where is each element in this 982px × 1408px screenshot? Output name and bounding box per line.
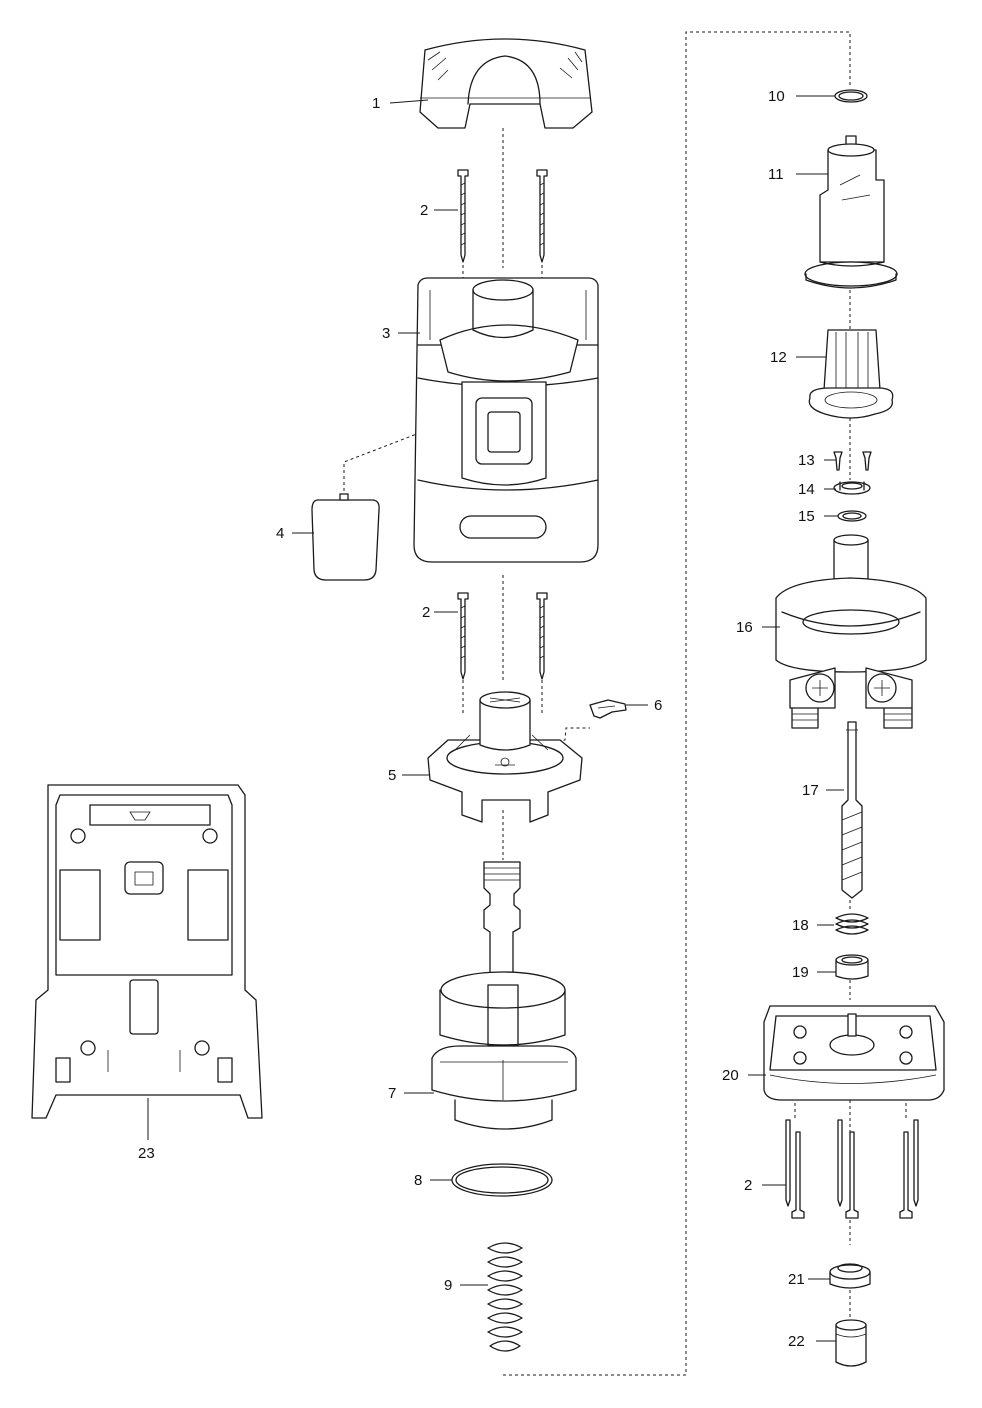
callout-17: 17 bbox=[802, 782, 819, 799]
part-2-screws-bottom bbox=[785, 1119, 919, 1219]
part-20-base bbox=[763, 1005, 945, 1101]
part-22-sleeve bbox=[835, 1319, 867, 1367]
callout-21: 21 bbox=[788, 1271, 805, 1288]
callout-labels: 1 2 3 4 2 5 6 7 8 9 10 11 12 13 14 15 16… bbox=[138, 88, 819, 1350]
callout-14: 14 bbox=[798, 481, 815, 498]
part-4-battery-cover bbox=[311, 493, 380, 581]
part-2-screws-top bbox=[457, 169, 548, 263]
callout-4: 4 bbox=[276, 525, 284, 542]
part-3-housing bbox=[413, 277, 599, 563]
part-7-tap-body bbox=[431, 861, 577, 1130]
callout-15: 15 bbox=[798, 508, 815, 525]
callout-9: 9 bbox=[444, 1277, 452, 1294]
leader-lines bbox=[147, 95, 844, 1342]
part-10-o-ring bbox=[834, 89, 868, 103]
part-23-wall-bracket bbox=[31, 784, 263, 1119]
part-21-nozzle-ring bbox=[829, 1263, 871, 1289]
part-11-cartridge-sleeve bbox=[804, 135, 898, 289]
callout-3: 3 bbox=[382, 325, 390, 342]
callout-16: 16 bbox=[736, 619, 753, 636]
part-1-cover bbox=[419, 38, 593, 129]
callout-12: 12 bbox=[770, 349, 787, 366]
callout-2-top: 2 bbox=[420, 202, 428, 219]
callout-19: 19 bbox=[792, 964, 809, 981]
part-12-cage bbox=[808, 329, 894, 419]
part-6-lever bbox=[589, 699, 627, 719]
callout-7: 7 bbox=[388, 1085, 396, 1102]
part-15-washer bbox=[837, 510, 867, 522]
part-9-spring bbox=[487, 1242, 523, 1352]
part-17-shaft bbox=[841, 721, 863, 899]
part-18-spring bbox=[835, 913, 869, 935]
callout-10: 10 bbox=[768, 88, 785, 105]
part-5-valve-top bbox=[427, 691, 583, 823]
callout-22: 22 bbox=[788, 1333, 805, 1350]
callout-5: 5 bbox=[388, 767, 396, 784]
part-14-clip bbox=[833, 481, 871, 495]
callout-13: 13 bbox=[798, 452, 815, 469]
callout-2-middle: 2 bbox=[422, 604, 430, 621]
callout-8: 8 bbox=[414, 1172, 422, 1189]
callout-1: 1 bbox=[372, 95, 380, 112]
part-16-valve-body bbox=[775, 534, 927, 729]
callout-2-bottom: 2 bbox=[744, 1177, 752, 1194]
part-2-screws-middle bbox=[457, 592, 548, 680]
callout-6: 6 bbox=[654, 697, 662, 714]
callout-20: 20 bbox=[722, 1067, 739, 1084]
callout-11: 11 bbox=[768, 166, 784, 183]
callout-23: 23 bbox=[138, 1145, 155, 1162]
part-13-small-screws bbox=[833, 451, 872, 471]
part-19-bushing bbox=[835, 954, 869, 980]
callout-18: 18 bbox=[792, 917, 809, 934]
part-8-o-ring bbox=[451, 1163, 553, 1197]
